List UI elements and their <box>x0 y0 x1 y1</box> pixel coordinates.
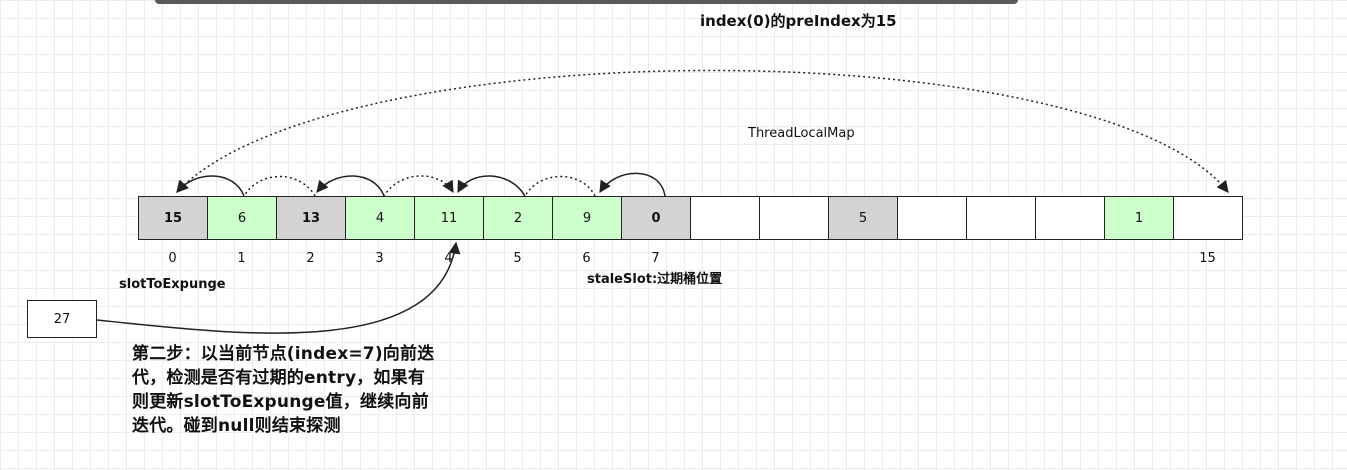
index-label-7: 7 <box>651 251 660 266</box>
hop-arrow-5-4 <box>457 175 526 197</box>
slot-to-expunge-label: slotToExpunge <box>119 277 226 292</box>
hop-arrow-1-0 <box>176 175 245 197</box>
note-line: 第二步：以当前节点(index=7)向前迭 <box>132 344 435 364</box>
map-cell-10: 5 <box>829 197 898 239</box>
map-cell-15 <box>1174 197 1243 239</box>
hop-arrow-3-2 <box>316 175 385 197</box>
map-cell-11 <box>898 197 967 239</box>
index-label-0: 0 <box>168 251 177 266</box>
map-cell-9 <box>760 197 829 239</box>
note-line: 迭代。碰到null则结束探测 <box>132 416 341 436</box>
map-cell-4: 11 <box>415 197 484 239</box>
map-cell-6: 9 <box>553 197 622 239</box>
window-top-bar <box>155 0 1018 4</box>
map-cell-8 <box>691 197 760 239</box>
preindex-annotation: index(0)的preIndex为15 <box>700 12 897 30</box>
map-title: ThreadLocalMap <box>748 126 855 141</box>
index-label-1: 1 <box>237 251 246 266</box>
hop-arrow-4-3 <box>383 175 454 197</box>
map-cell-14: 1 <box>1105 197 1174 239</box>
stale-slot-label: staleSlot:过期桶位置 <box>587 272 723 287</box>
index-label-4: 4 <box>444 251 453 266</box>
map-cell-12 <box>967 197 1036 239</box>
index-label-5: 5 <box>513 251 522 266</box>
hop-arrow-7-6 <box>599 172 666 197</box>
map-cell-7: 0 <box>622 197 691 239</box>
hop-arrow-6-5 <box>524 175 596 197</box>
hop-arrow-2-1 <box>243 175 316 197</box>
index-label-6: 6 <box>582 251 591 266</box>
note-line: 则更新slotToExpunge值，继续向前 <box>132 392 429 412</box>
preindex-arc <box>176 69 1229 193</box>
map-cell-3: 4 <box>346 197 415 239</box>
map-cell-0: 15 <box>139 197 208 239</box>
incoming-entry-box: 27 <box>27 300 97 338</box>
note-line: 代，检测是否有过期的entry，如果有 <box>132 368 426 388</box>
map-cell-13 <box>1036 197 1105 239</box>
map-cell-5: 2 <box>484 197 553 239</box>
index-label-3: 3 <box>375 251 384 266</box>
index-label-15: 15 <box>1199 251 1216 266</box>
step-two-note: 第二步：以当前节点(index=7)向前迭 代，检测是否有过期的entry，如果… <box>132 342 502 438</box>
index-label-2: 2 <box>306 251 315 266</box>
map-cell-1: 6 <box>208 197 277 239</box>
map-cell-2: 13 <box>277 197 346 239</box>
